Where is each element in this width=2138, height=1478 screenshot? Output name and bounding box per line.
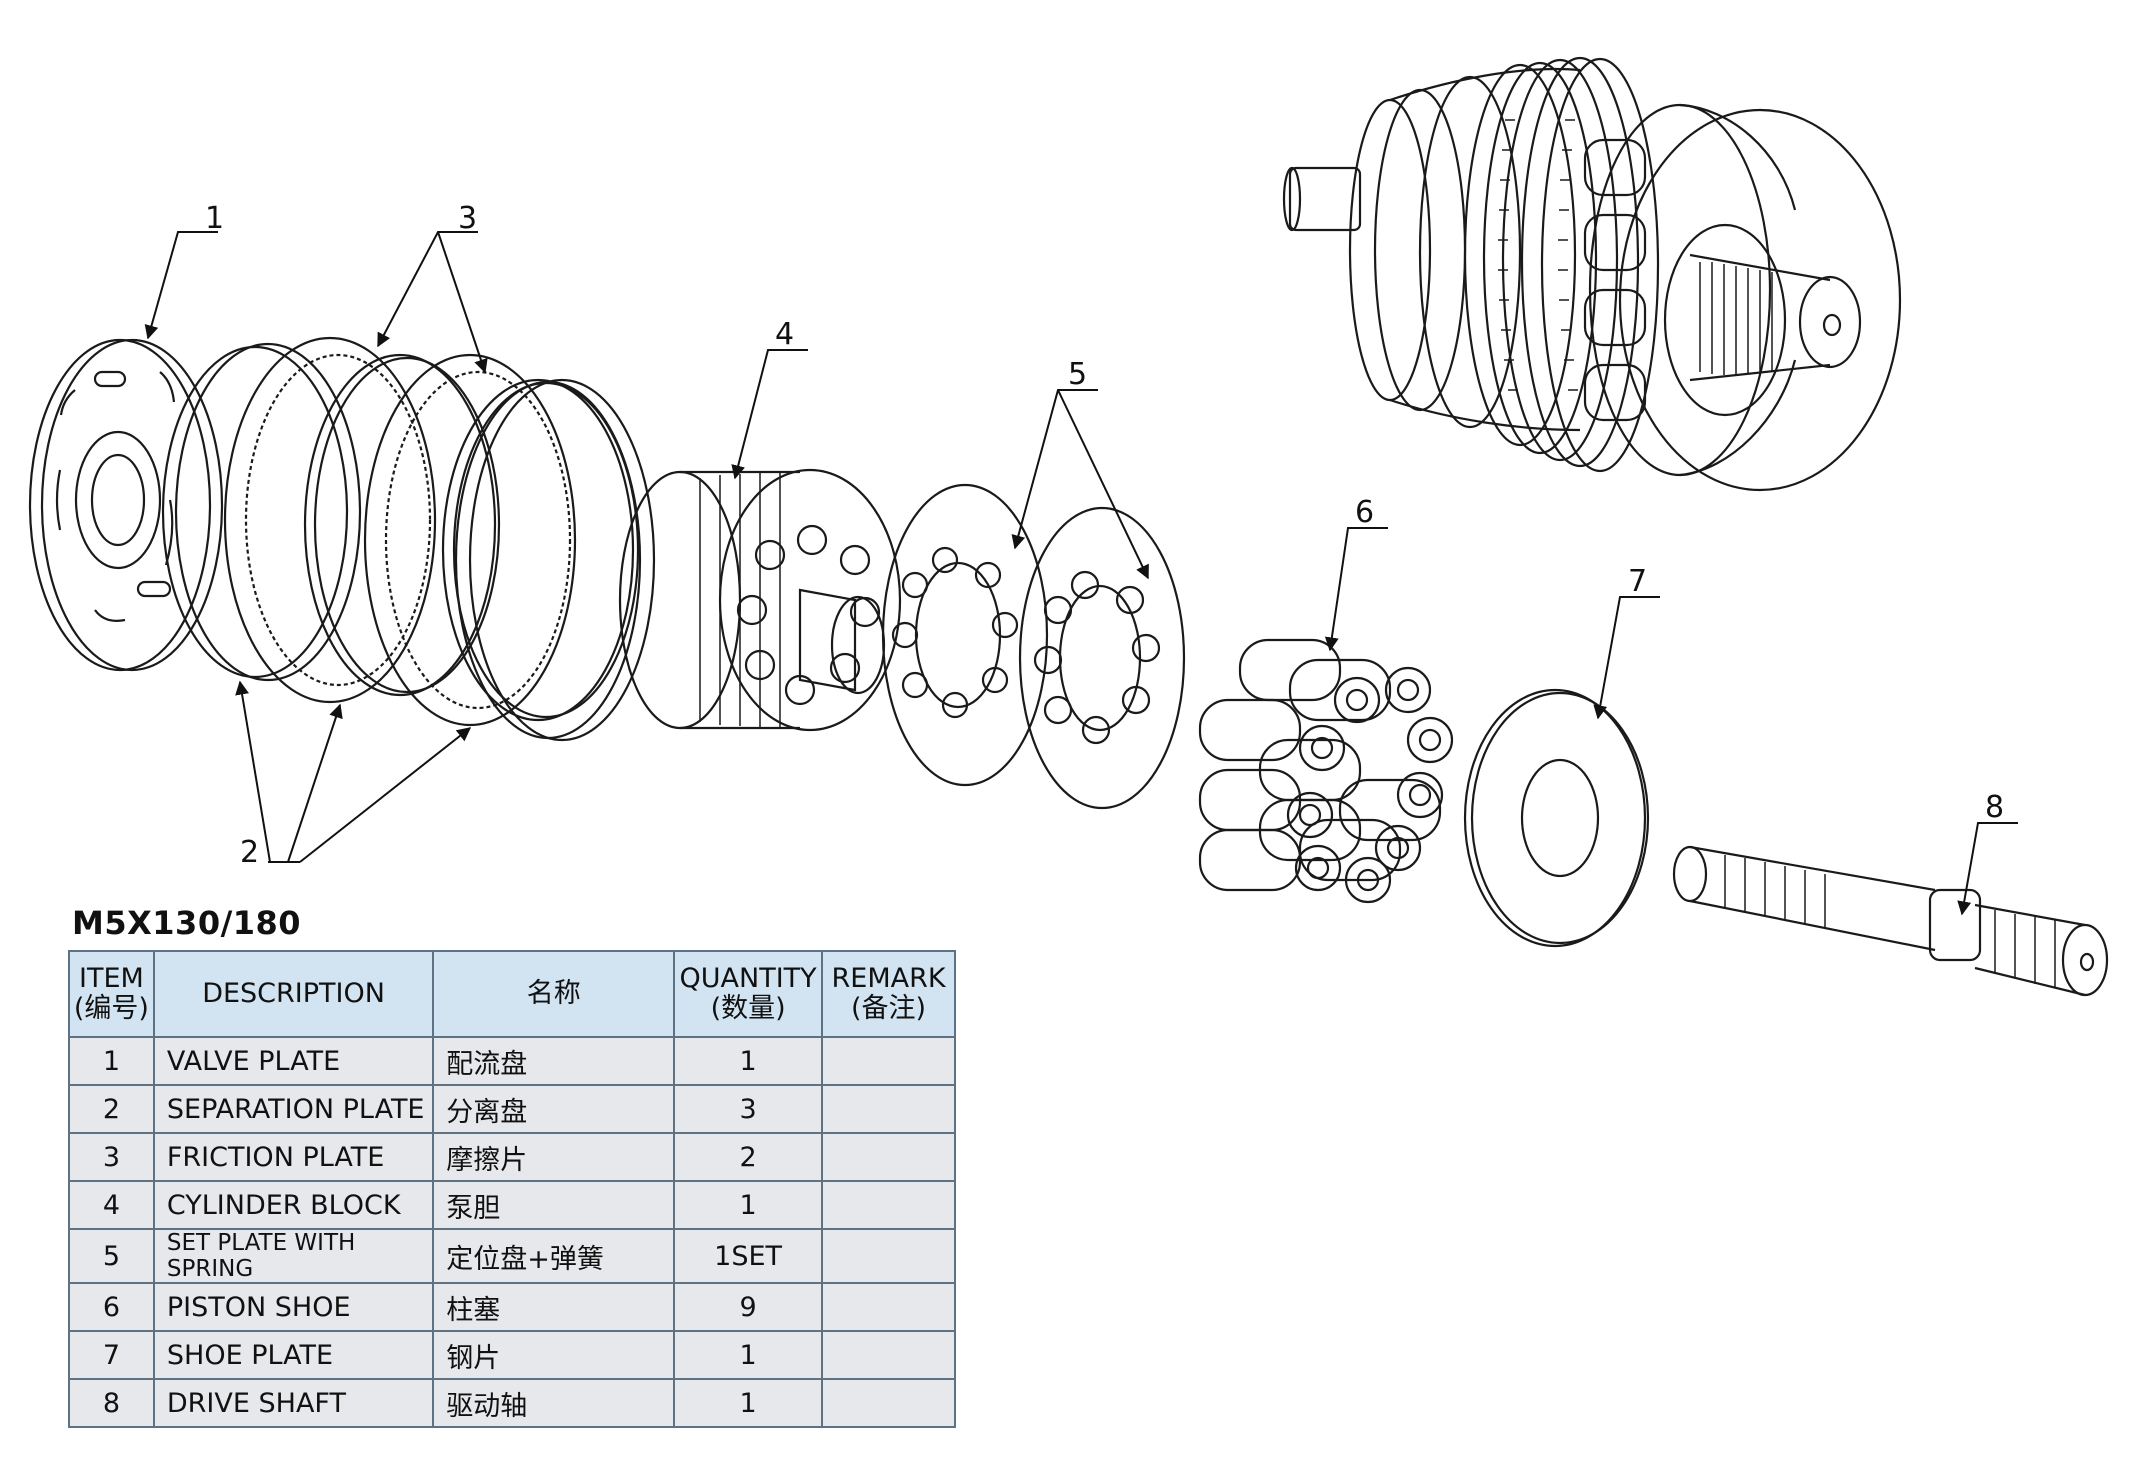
shoe-plate-part [1463,688,1650,948]
header-remark: REMARK(备注) [821,950,956,1038]
cell-item: 7 [68,1330,155,1380]
cell-name-cn: 柱塞 [432,1282,676,1332]
cell-remark [821,1180,956,1230]
set-plate-part [881,483,1186,810]
cell-remark [821,1330,956,1380]
header-item: ITEM(编号) [68,950,155,1038]
cell-quantity: 1 [673,1036,824,1086]
plate-stack-part [161,336,656,742]
table-header-row: ITEM(编号) DESCRIPTION 名称 QUANTITY(数量) REM… [68,950,956,1038]
cylinder-block-part [618,468,902,732]
cell-name-cn: 钢片 [432,1330,676,1380]
cell-quantity: 3 [673,1084,824,1134]
callout-4: 4 [775,317,794,352]
cell-description: SEPARATION PLATE [152,1084,435,1134]
table-row: 5 SET PLATE WITH SPRING 定位盘+弹簧 1SET [68,1228,956,1284]
cell-name-cn: 配流盘 [432,1036,676,1086]
table-row: 4 CYLINDER BLOCK 泵胆 1 [68,1180,956,1230]
header-name-cn: 名称 [432,950,676,1038]
cell-remark [821,1132,956,1182]
drive-shaft-part [1672,845,2109,997]
cell-remark [821,1228,956,1284]
table-row: 7 SHOE PLATE 钢片 1 [68,1330,956,1380]
cell-quantity: 1 [673,1180,824,1230]
callout-7: 7 [1628,564,1647,599]
table-row: 2 SEPARATION PLATE 分离盘 3 [68,1084,956,1134]
cell-item: 1 [68,1036,155,1086]
cell-remark [821,1378,956,1428]
cell-item: 6 [68,1282,155,1332]
cell-quantity: 1SET [673,1228,824,1284]
callout-3: 3 [458,201,477,236]
cell-description: CYLINDER BLOCK [152,1180,435,1230]
callout-2: 2 [240,835,259,870]
cell-name-cn: 泵胆 [432,1180,676,1230]
cell-item: 5 [68,1228,155,1284]
cell-item: 2 [68,1084,155,1134]
cell-description: PISTON SHOE [152,1282,435,1332]
cell-quantity: 1 [673,1330,824,1380]
callout-6: 6 [1355,495,1374,530]
callout-5: 5 [1068,357,1087,392]
table-row: 8 DRIVE SHAFT 驱动轴 1 [68,1378,956,1428]
piston-shoes-part [1198,638,1454,904]
cell-remark [821,1282,956,1332]
cell-description: SHOE PLATE [152,1330,435,1380]
cell-remark [821,1036,956,1086]
cell-name-cn: 驱动轴 [432,1378,676,1428]
cell-quantity: 9 [673,1282,824,1332]
table-row: 6 PISTON SHOE 柱塞 9 [68,1282,956,1332]
cell-name-cn: 分离盘 [432,1084,676,1134]
cell-name-cn: 摩擦片 [432,1132,676,1182]
table-row: 3 FRICTION PLATE 摩擦片 2 [68,1132,956,1182]
callout-1: 1 [205,201,224,236]
cell-quantity: 1 [673,1378,824,1428]
cell-description: VALVE PLATE [152,1036,435,1086]
header-description: DESCRIPTION [152,950,435,1038]
cell-description: FRICTION PLATE [152,1132,435,1182]
cell-description: DRIVE SHAFT [152,1378,435,1428]
callout-8: 8 [1985,790,2004,825]
model-title: M5X130/180 [72,904,302,942]
table-row: 1 VALVE PLATE 配流盘 1 [68,1036,956,1086]
valve-plate-part [28,338,224,672]
cell-item: 3 [68,1132,155,1182]
cell-remark [821,1084,956,1134]
cell-name-cn: 定位盘+弹簧 [432,1228,676,1284]
cell-quantity: 2 [673,1132,824,1182]
header-quantity: QUANTITY(数量) [673,950,824,1038]
parts-table: ITEM(编号) DESCRIPTION 名称 QUANTITY(数量) REM… [68,950,956,1428]
cell-item: 4 [68,1180,155,1230]
cell-description: SET PLATE WITH SPRING [152,1228,435,1284]
cell-item: 8 [68,1378,155,1428]
assembled-motor [1282,56,1902,492]
